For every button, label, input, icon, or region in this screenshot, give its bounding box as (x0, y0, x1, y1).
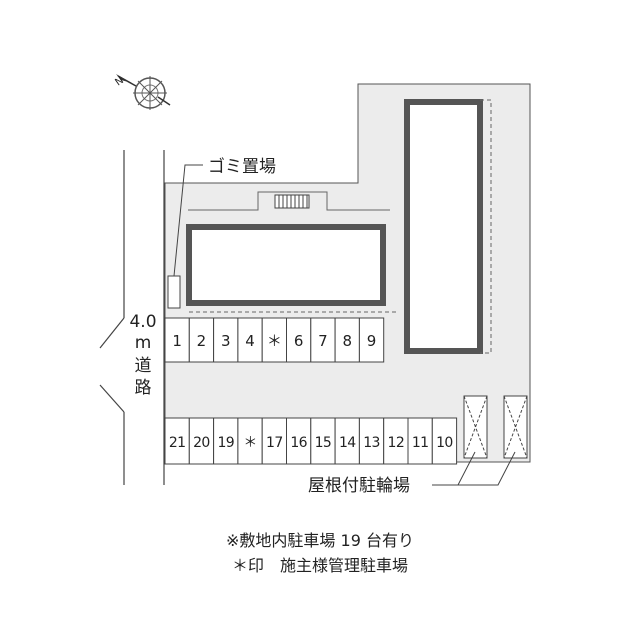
bicycle-parking-right (503, 395, 528, 459)
parking-slot (407, 417, 433, 465)
parking-slot (261, 417, 288, 465)
parking-slot-label: 19 (217, 435, 234, 451)
parking-slot-label: 17 (266, 435, 283, 451)
parking-slot (237, 317, 263, 363)
parking-slot-label: 16 (290, 435, 307, 451)
parking-slot-label: ＊ (267, 332, 282, 350)
parking-slot-label: ＊ (243, 435, 256, 451)
road-char-1: 道 (135, 356, 152, 376)
parking-slot-label: 10 (436, 435, 453, 451)
stairs-treads (278, 195, 308, 208)
trash-area-label: ゴミ置場 (208, 156, 276, 177)
parking-slot-label: 15 (315, 435, 332, 451)
parking-slot-label: 20 (193, 435, 210, 451)
road-char-2: 路 (135, 378, 152, 398)
parking-slot (261, 317, 288, 363)
road-edge-left-break-top (99, 317, 125, 349)
road-width-label: 4.0 (129, 312, 156, 332)
parking-slot (188, 417, 215, 465)
parking-slot (358, 417, 385, 465)
parking-slot-label: 12 (388, 435, 405, 451)
main-building (186, 224, 386, 306)
parking-slot-label: 8 (342, 332, 352, 350)
parking-slot-label: 21 (169, 435, 186, 451)
parking-slot-label: 14 (339, 435, 356, 451)
tall-building (404, 99, 483, 354)
parking-slot-label: 7 (318, 332, 328, 350)
parking-slot-label: 13 (363, 435, 380, 451)
parking-slot-label: 2 (197, 332, 207, 350)
road-unit-label: m (135, 333, 152, 353)
parking-slot-label: 9 (367, 332, 377, 350)
parking-slot (431, 417, 458, 465)
parking-slot (164, 317, 190, 363)
bicycle-parking-leader-right (458, 451, 516, 486)
parking-slot (358, 317, 385, 363)
parking-slot (383, 417, 409, 465)
compass-north-label: N (113, 75, 125, 88)
note-owner-managed: ＊印 施主様管理駐車場 (231, 556, 408, 575)
bicycle-parking-label: 屋根付駐輪場 (308, 476, 410, 496)
parking-slot (310, 317, 336, 363)
tall-building-dashed-edge (480, 99, 492, 354)
building-outline-dashed (188, 191, 390, 211)
bicycle-parking-left (463, 395, 488, 459)
trash-area-box (167, 275, 181, 309)
parking-slot-label: 4 (245, 332, 255, 350)
compass-icon (116, 74, 171, 110)
parking-slot (237, 417, 263, 465)
parking-slot (286, 417, 312, 465)
parking-slot-label: 1 (172, 332, 182, 350)
parking-row-bottom: 21 20 19 ＊ 17 16 15 14 13 12 11 10 (164, 417, 458, 465)
parking-slot (286, 317, 312, 363)
parking-slot-label: 3 (221, 332, 231, 350)
trash-area-leader (173, 164, 203, 277)
road-edge-left-break-bottom (99, 384, 125, 413)
parking-slot-label: 11 (412, 435, 429, 451)
parking-slot (310, 417, 336, 465)
note-parking-count: ※敷地内駐車場 19 台有り (226, 531, 414, 550)
parking-slot (164, 417, 190, 465)
parking-slot-label: 6 (294, 332, 304, 350)
parking-slot (334, 317, 360, 363)
stairs (274, 194, 310, 209)
